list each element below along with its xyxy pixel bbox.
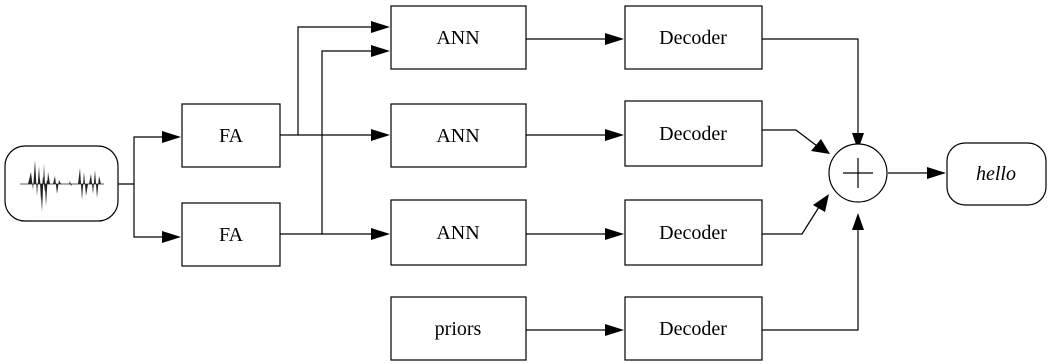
- edge-decoder4-to-sum: [762, 226, 859, 331]
- arrowhead-ann1-upper: [371, 21, 390, 33]
- priors-box: priors: [390, 296, 527, 361]
- decoder-box-2: Decoder: [624, 100, 763, 167]
- arrowhead-decoder3: [605, 228, 624, 240]
- arrowhead-ann3: [371, 228, 390, 240]
- ann-label-2: ANN: [436, 125, 479, 147]
- fa-box-bottom: FA: [181, 202, 281, 267]
- arrowhead-decoder2: [605, 129, 624, 141]
- arrowhead-sum-upper-left: [811, 139, 830, 154]
- decoder-box-1: Decoder: [624, 5, 763, 70]
- arrowhead-fa-bottom: [162, 231, 181, 243]
- output-node: hello: [946, 142, 1047, 206]
- arrowhead-fa-top: [162, 131, 181, 143]
- ann-box-1: ANN: [390, 5, 527, 70]
- priors-label: priors: [435, 318, 482, 340]
- arrowhead-decoder4: [605, 324, 624, 336]
- ann-label-1: ANN: [436, 27, 479, 49]
- edge-decoder2-to-sum: [762, 129, 818, 147]
- edge-fa2-to-ann1: [280, 50, 374, 235]
- fa-label-bottom: FA: [219, 224, 244, 246]
- plus-circle-icon: [828, 143, 888, 203]
- decoder-label-2: Decoder: [659, 123, 727, 145]
- arrowhead-ann2: [371, 129, 390, 141]
- ann-box-2: ANN: [390, 103, 527, 168]
- output-label: hello: [976, 163, 1016, 185]
- arrowhead-output: [927, 167, 946, 179]
- ann-box-3: ANN: [390, 199, 527, 266]
- input-waveform-node: [4, 145, 119, 222]
- arrowhead-sum-lower-left: [813, 194, 829, 212]
- decoder-box-4: Decoder: [624, 296, 763, 361]
- decoder-box-3: Decoder: [624, 199, 763, 266]
- arrowhead-sum-top: [852, 133, 864, 150]
- decoder-label-4: Decoder: [659, 318, 727, 340]
- waveform-icon: [20, 160, 104, 212]
- edge-input-to-fa-split: [118, 136, 166, 238]
- edge-fa1-to-ann1: [280, 26, 374, 136]
- ann-label-3: ANN: [436, 222, 479, 244]
- arrowhead-ann1-lower: [371, 45, 390, 57]
- arrowhead-sum-bottom: [852, 213, 864, 230]
- edge-decoder1-to-sum: [762, 38, 859, 137]
- decoder-label-3: Decoder: [659, 222, 727, 244]
- fa-box-top: FA: [181, 103, 281, 168]
- decoder-label-1: Decoder: [659, 27, 727, 49]
- arrowhead-decoder1: [605, 33, 624, 45]
- edge-decoder3-to-sum: [762, 206, 820, 235]
- fa-label-top: FA: [219, 125, 244, 147]
